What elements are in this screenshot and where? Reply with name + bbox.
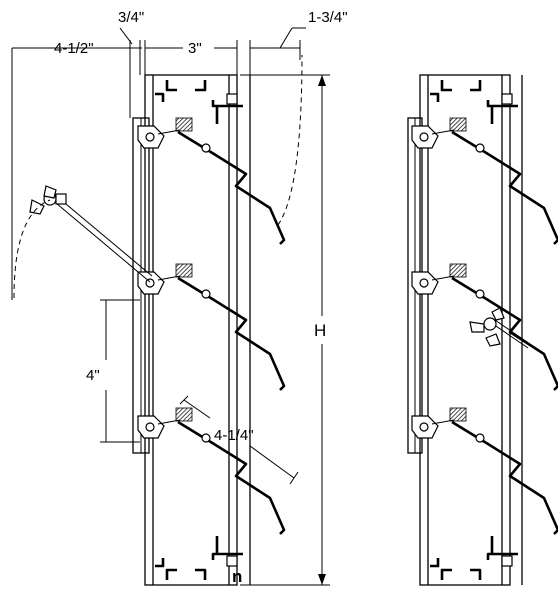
left-louver-assembly — [13, 54, 303, 586]
label-blade-spacing: 4" — [86, 367, 100, 384]
dimension-lines — [11, 27, 330, 586]
label-link-width: 3/4" — [118, 9, 144, 26]
dimension-labels: 4-1/2" 3/4" 3" 1-3/4" H 4" 4-1/4" — [54, 9, 348, 444]
wing-nut-icon — [29, 185, 67, 215]
label-blade-overhang: 1-3/4" — [308, 9, 348, 26]
right-louver-assembly — [407, 74, 558, 586]
wing-nut-icon — [469, 307, 505, 347]
label-blade-width: 4-1/4" — [214, 427, 254, 444]
label-handle-offset: 4-1/2" — [54, 40, 94, 57]
label-height: H — [314, 321, 326, 340]
edge-fragment: n — [232, 567, 242, 586]
label-frame-depth: 3" — [188, 40, 202, 57]
